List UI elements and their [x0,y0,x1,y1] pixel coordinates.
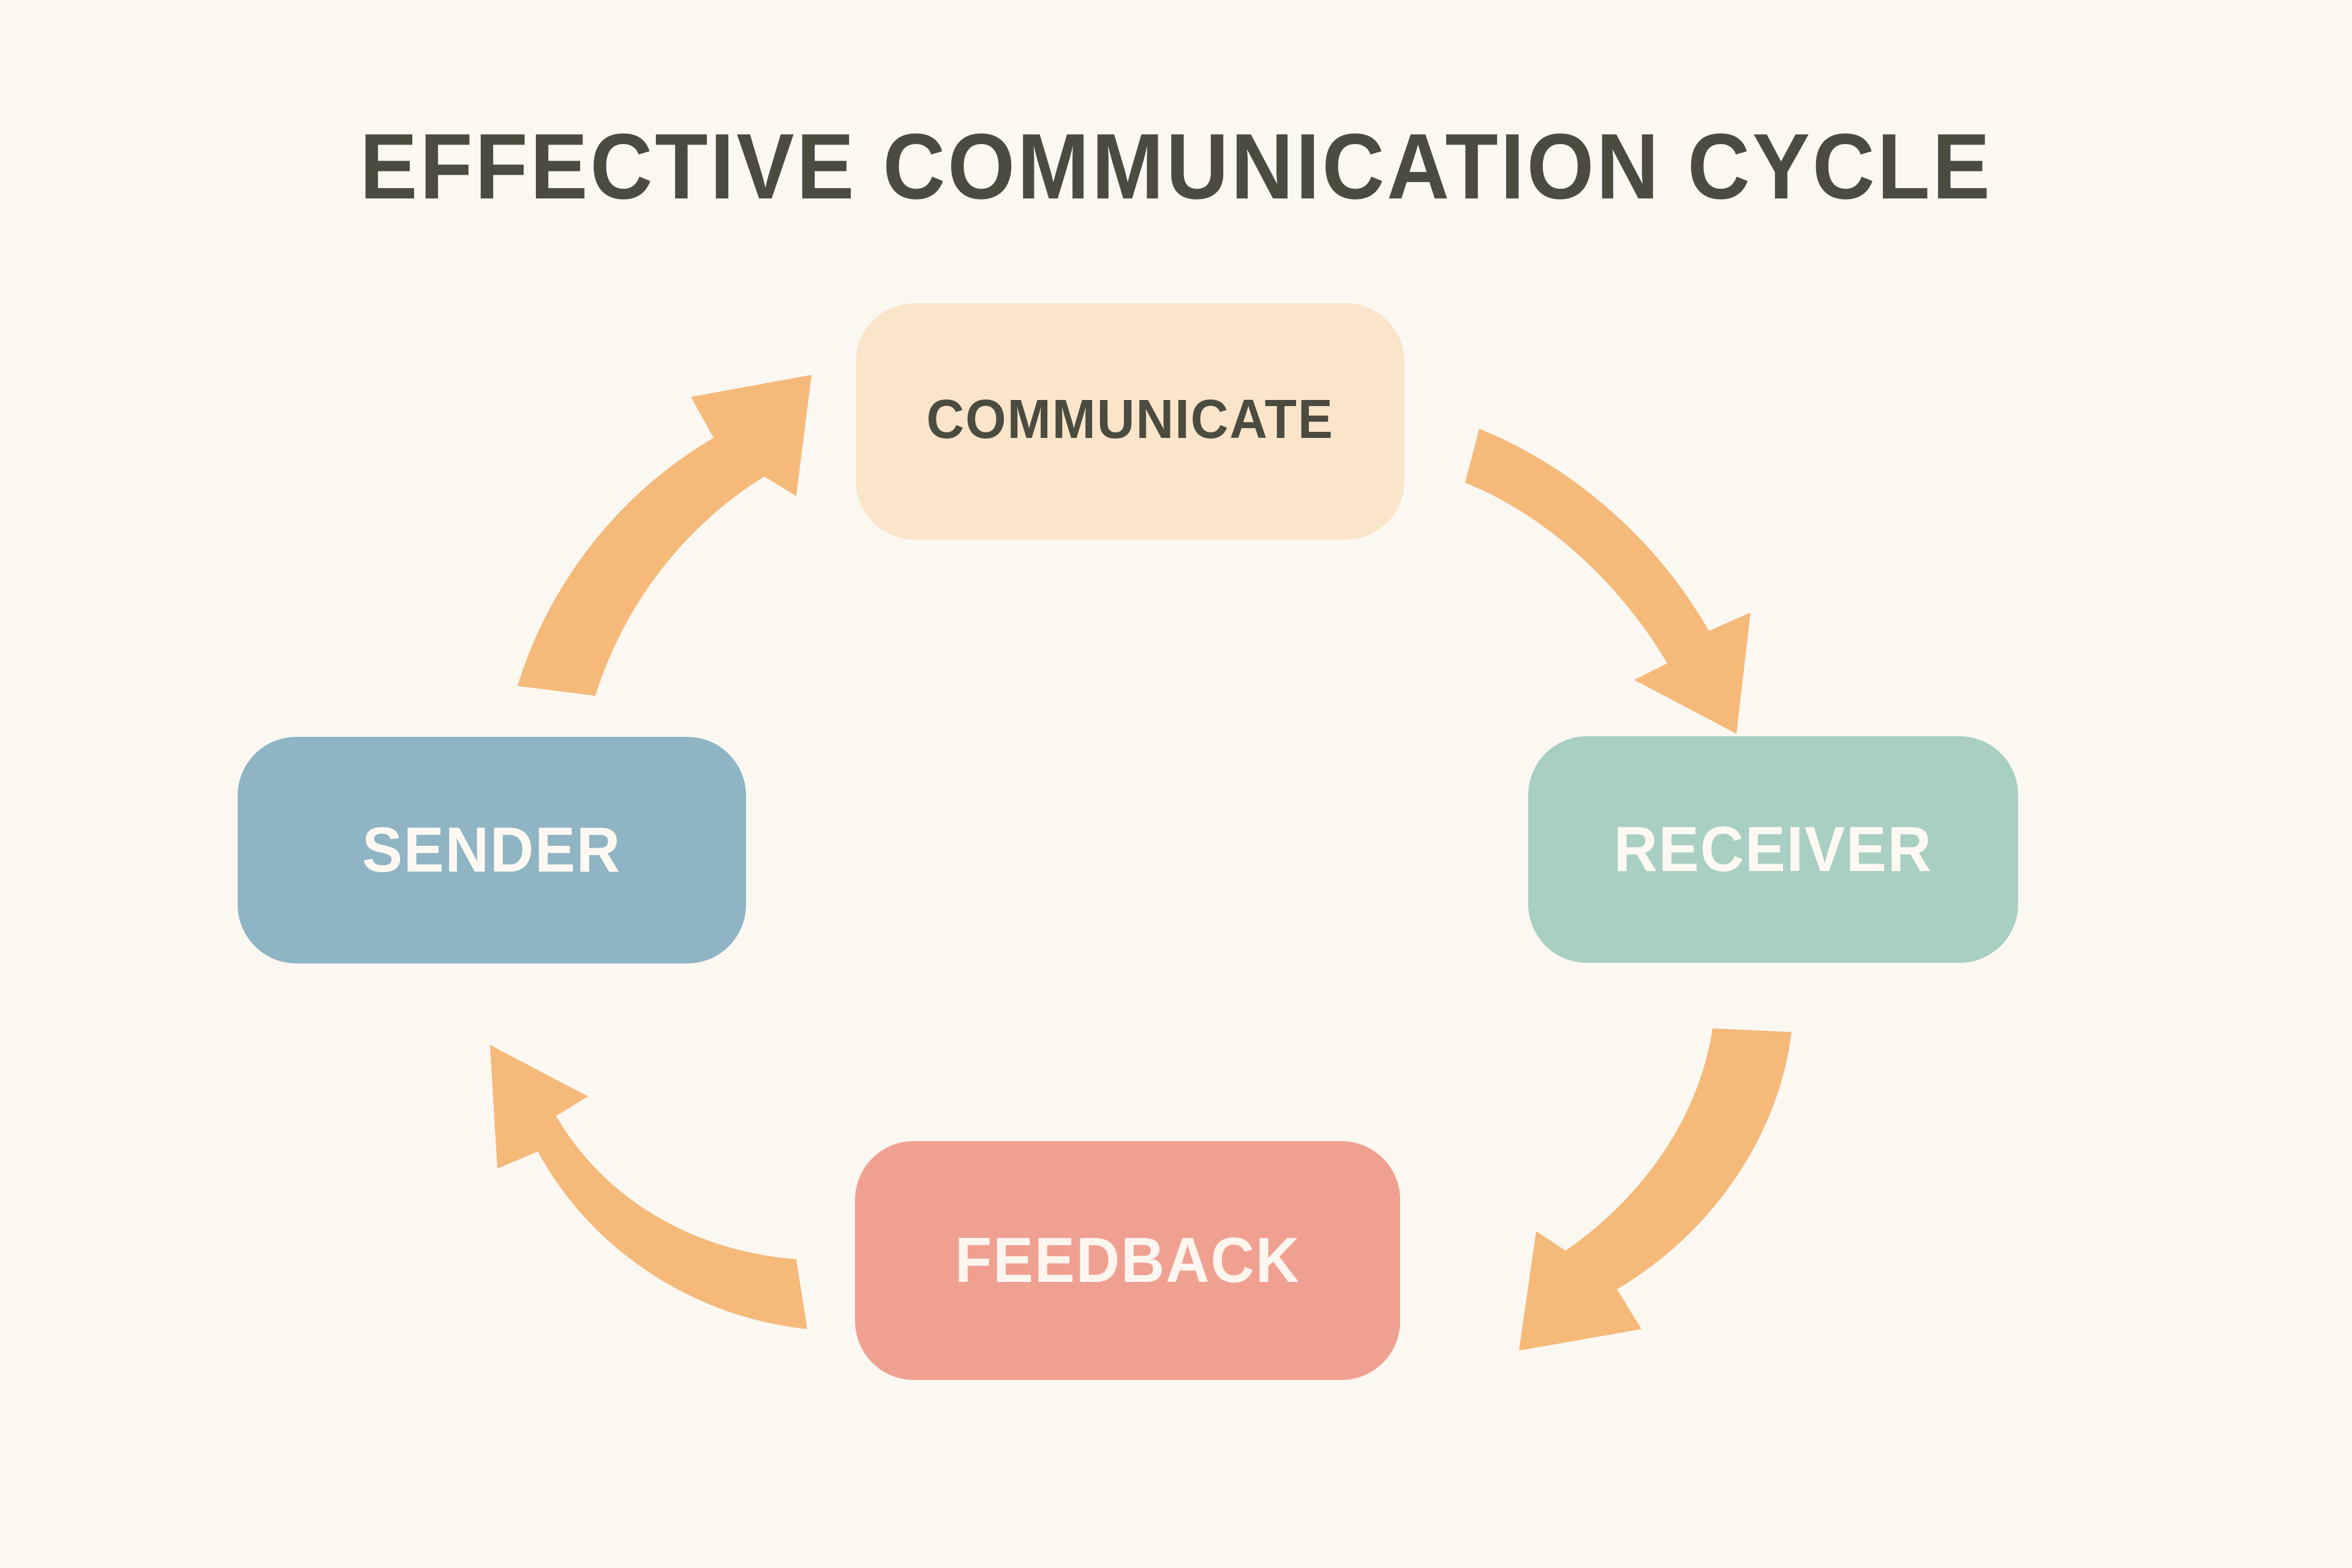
node-feedback-label: FEEDBACK [954,1225,1301,1296]
arrow-communicate-to-receiver [1465,429,1751,734]
arrow-sender-to-communicate [518,375,812,696]
node-communicate-label: COMMUNICATE [926,389,1334,450]
page-title: EFFECTIVE COMMUNICATION CYCLE [360,115,1992,219]
node-sender[interactable]: SENDER [238,737,746,963]
node-receiver[interactable]: RECEIVER [1528,736,2018,963]
node-communicate[interactable]: COMMUNICATE [856,303,1404,540]
arrow-receiver-to-feedback [1519,1028,1792,1351]
arrow-feedback-to-sender [490,1045,807,1329]
node-sender-label: SENDER [362,815,622,886]
node-receiver-label: RECEIVER [1613,814,1933,885]
node-feedback[interactable]: FEEDBACK [855,1141,1400,1380]
